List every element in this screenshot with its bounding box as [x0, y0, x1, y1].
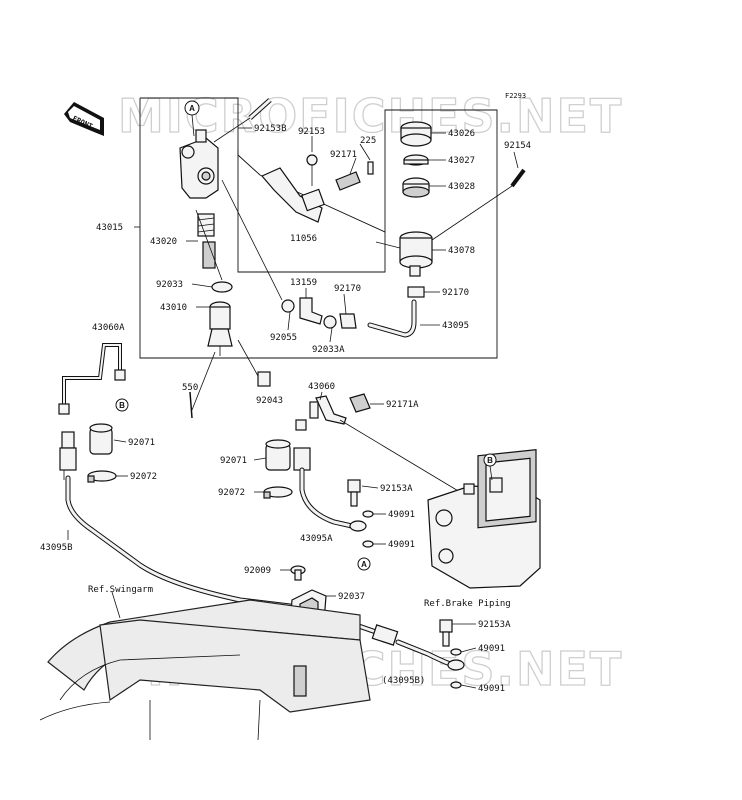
circlip-92033a	[323, 315, 337, 329]
label-550: 550	[182, 383, 198, 393]
label-92171a: 92171A	[386, 400, 419, 410]
label-49091-b: 49091	[388, 540, 415, 550]
label-43010: 43010	[160, 303, 187, 313]
label-92153a-lower: 92153A	[478, 620, 511, 630]
fitting-13159	[299, 297, 323, 325]
washer-49091-b	[362, 540, 374, 548]
label-92033: 92033	[156, 280, 183, 290]
circlip-92033	[211, 281, 233, 293]
pipe-43060a	[58, 343, 126, 415]
clip-92072-left	[87, 470, 117, 483]
label-43026: 43026	[448, 129, 475, 139]
reservoir-43078	[399, 231, 433, 277]
washer-49091-c	[450, 648, 462, 656]
diagram-code: F2293	[505, 92, 526, 100]
cap-43026	[400, 121, 432, 147]
sleeve-92071-mid	[265, 439, 291, 471]
clip-92171a	[349, 393, 371, 413]
label-ref-brake-piping: Ref.Brake Piping	[424, 599, 511, 609]
spring-43020	[195, 209, 223, 281]
swingarm-frame	[39, 599, 371, 741]
label-11056: 11056	[290, 234, 317, 244]
label-92072-left: 92072	[130, 472, 157, 482]
label-92037: 92037	[338, 592, 365, 602]
bolt-92153a-lower	[439, 619, 453, 647]
label-43027: 43027	[448, 156, 475, 166]
label-92171: 92171	[330, 150, 357, 160]
leader-lines	[67, 127, 519, 689]
label-43028: 43028	[448, 182, 475, 192]
label-92009: 92009	[244, 566, 271, 576]
part-labels: 92153B 92153 225 92171 43026 43027 43028…	[40, 124, 531, 694]
marker-a-mid: A	[357, 557, 371, 571]
label-225: 225	[360, 136, 376, 146]
hose-43095b	[59, 431, 293, 609]
marker-b-abs: B	[483, 453, 497, 481]
front-arrow-icon: FRONT	[64, 102, 104, 136]
label-92170-right: 92170	[442, 288, 469, 298]
bolt-92009	[290, 565, 306, 581]
bolt-92153	[306, 154, 318, 166]
label-43060: 43060	[308, 382, 335, 392]
label-ref-swingarm: Ref.Swingarm	[88, 585, 153, 595]
nut-92043	[237, 339, 271, 387]
label-43095b-paren: (43095B)	[382, 676, 425, 686]
fitting-43060	[309, 395, 347, 425]
plate-43027	[403, 154, 429, 166]
label-43020: 43020	[150, 237, 177, 247]
label-49091-d: 49091	[478, 684, 505, 694]
label-92033a: 92033A	[312, 345, 345, 355]
oring-92055	[281, 299, 295, 313]
clip-92171	[335, 171, 361, 191]
bolt-92153a-mid	[347, 479, 361, 507]
screw-225	[367, 161, 374, 175]
marker-b-left: B	[115, 398, 129, 412]
clip-92072-mid	[263, 486, 293, 499]
assembly-frame	[139, 97, 498, 359]
master-cylinder-body	[179, 129, 219, 199]
svg-text:A: A	[361, 560, 367, 569]
label-92071-mid: 92071	[220, 456, 247, 466]
label-43078: 43078	[448, 246, 475, 256]
clamp-92170-right	[407, 286, 425, 298]
svg-text:A: A	[189, 104, 195, 113]
label-92153b: 92153B	[254, 124, 287, 134]
bracket-11056	[261, 164, 325, 223]
pushrod-43010	[207, 301, 233, 356]
label-92153a-mid: 92153A	[380, 484, 413, 494]
svg-text:B: B	[487, 456, 493, 465]
sleeve-92071-left	[89, 423, 113, 455]
bolt-92153b	[213, 98, 272, 143]
washer-49091-a	[362, 510, 374, 518]
svg-text:B: B	[119, 401, 125, 410]
marker-a-top: A	[184, 100, 200, 137]
label-92072-mid: 92072	[218, 488, 245, 498]
label-92043: 92043	[256, 396, 283, 406]
label-92154: 92154	[504, 141, 531, 151]
washer-49091-d	[450, 681, 462, 689]
label-43015: 43015	[96, 223, 123, 233]
clamp-92170-mid	[339, 313, 357, 329]
hose-43095a	[293, 419, 367, 532]
bolt-92154	[431, 168, 526, 241]
label-43060a: 43060A	[92, 323, 125, 333]
abs-hydraulic-unit	[427, 449, 541, 589]
label-49091-c: 49091	[478, 644, 505, 654]
label-43095a: 43095A	[300, 534, 333, 544]
label-92153: 92153	[298, 127, 325, 137]
label-43095: 43095	[442, 321, 469, 331]
label-92055: 92055	[270, 333, 297, 343]
reservoir-subframe	[237, 150, 386, 273]
label-13159: 13159	[290, 278, 317, 288]
hose-43095	[367, 299, 417, 338]
label-92071-left: 92071	[128, 438, 155, 448]
label-49091-a: 49091	[388, 510, 415, 520]
diaphragm-43028	[402, 177, 430, 198]
label-43095b: 43095B	[40, 543, 73, 553]
label-92170-mid: 92170	[334, 284, 361, 294]
pin-550	[189, 391, 193, 419]
